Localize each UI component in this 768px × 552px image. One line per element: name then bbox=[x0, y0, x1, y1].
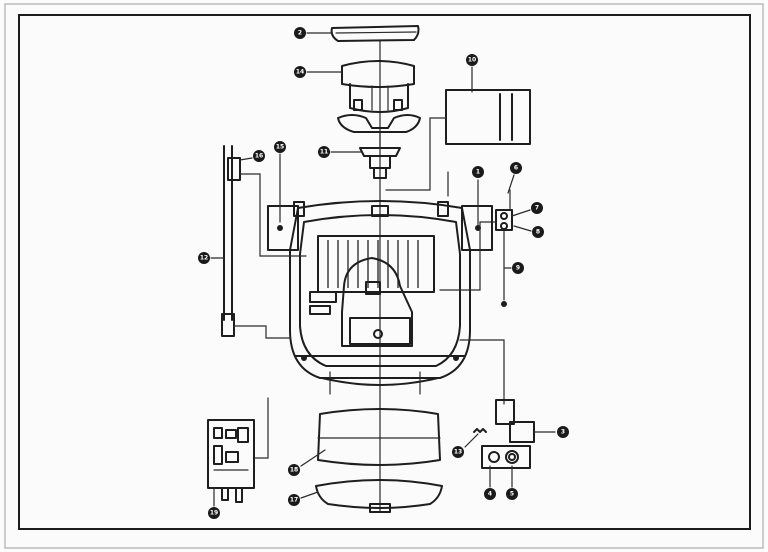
callout-number-11: 11 bbox=[320, 149, 328, 156]
callout-1: 1 bbox=[472, 166, 484, 226]
callout-marker-10 bbox=[466, 54, 478, 66]
callout-marker-13 bbox=[452, 446, 464, 458]
callout-marker-17 bbox=[288, 494, 300, 506]
callout-number-18: 18 bbox=[290, 467, 298, 474]
callout-marker-1 bbox=[472, 166, 484, 178]
callout-11: 11 bbox=[318, 146, 363, 158]
callout-leader-7 bbox=[511, 209, 531, 217]
callout-6: 6 bbox=[507, 162, 522, 194]
motor-assembly bbox=[337, 60, 421, 133]
callout-4: 4 bbox=[484, 465, 496, 500]
callout-number-7: 7 bbox=[535, 205, 539, 212]
callout-marker-11 bbox=[318, 146, 330, 158]
callout-number-19: 19 bbox=[210, 510, 218, 517]
callout-marker-3 bbox=[557, 426, 569, 438]
callout-8: 8 bbox=[513, 225, 544, 238]
callout-2: 2 bbox=[294, 27, 333, 39]
callout-number-15: 15 bbox=[276, 144, 284, 151]
rod-left bbox=[221, 145, 307, 339]
callout-marker-6 bbox=[510, 162, 522, 174]
lower-panel bbox=[317, 408, 441, 466]
inner-frame bbox=[18, 14, 751, 530]
callout-18: 18 bbox=[288, 449, 326, 476]
callout-marker-14 bbox=[294, 66, 306, 78]
circuit-board bbox=[207, 397, 269, 503]
callout-12: 12 bbox=[198, 252, 225, 264]
callout-7: 7 bbox=[511, 202, 543, 217]
callout-leader-13 bbox=[464, 433, 479, 448]
callout-leader-16 bbox=[239, 157, 253, 161]
callout-marker-12 bbox=[198, 252, 210, 264]
callout-number-17: 17 bbox=[290, 497, 298, 504]
side-switch bbox=[439, 171, 513, 307]
main-housing bbox=[267, 200, 493, 395]
callout-marker-9 bbox=[512, 262, 524, 274]
callout-marker-4 bbox=[484, 488, 496, 500]
callout-marker-19 bbox=[208, 507, 220, 519]
callout-number-13: 13 bbox=[454, 449, 462, 456]
callout-number-5: 5 bbox=[510, 491, 514, 498]
callout-leader-8 bbox=[513, 225, 532, 232]
callout-marker-5 bbox=[506, 488, 518, 500]
callout-number-3: 3 bbox=[561, 429, 565, 436]
callout-marker-16 bbox=[253, 150, 265, 162]
top-cap bbox=[330, 25, 420, 42]
callout-number-16: 16 bbox=[255, 153, 263, 160]
power-connector bbox=[473, 399, 535, 469]
callout-leader-17 bbox=[300, 491, 319, 499]
callout-number-6: 6 bbox=[514, 165, 518, 172]
callout-number-8: 8 bbox=[536, 229, 540, 236]
callout-number-14: 14 bbox=[296, 69, 304, 76]
callout-16: 16 bbox=[239, 150, 265, 162]
control-box bbox=[385, 89, 531, 191]
outer-frame bbox=[4, 3, 764, 549]
callout-leader-6 bbox=[507, 174, 515, 194]
callout-9: 9 bbox=[504, 262, 524, 274]
callout-number-4: 4 bbox=[488, 491, 492, 498]
callout-17: 17 bbox=[288, 491, 319, 506]
base-plate bbox=[315, 479, 443, 513]
callout-13: 13 bbox=[452, 433, 479, 458]
callout-number-12: 12 bbox=[200, 255, 208, 262]
callout-marker-8 bbox=[532, 226, 544, 238]
coupling bbox=[359, 131, 401, 179]
callout-number-10: 10 bbox=[468, 57, 476, 64]
callout-5: 5 bbox=[506, 465, 518, 500]
callout-3: 3 bbox=[534, 426, 569, 438]
callout-10: 10 bbox=[466, 54, 478, 93]
callout-marker-15 bbox=[274, 141, 286, 153]
callout-marker-7 bbox=[531, 202, 543, 214]
callout-number-9: 9 bbox=[516, 265, 520, 272]
callout-marker-18 bbox=[288, 464, 300, 476]
callout-marker-2 bbox=[294, 27, 306, 39]
wire-right bbox=[459, 339, 505, 405]
callout-14: 14 bbox=[294, 66, 342, 78]
callout-19: 19 bbox=[208, 487, 220, 519]
callout-number-1: 1 bbox=[476, 169, 480, 176]
callout-15: 15 bbox=[274, 141, 286, 223]
callout-number-2: 2 bbox=[298, 30, 302, 37]
callout-leader-18 bbox=[300, 449, 326, 467]
